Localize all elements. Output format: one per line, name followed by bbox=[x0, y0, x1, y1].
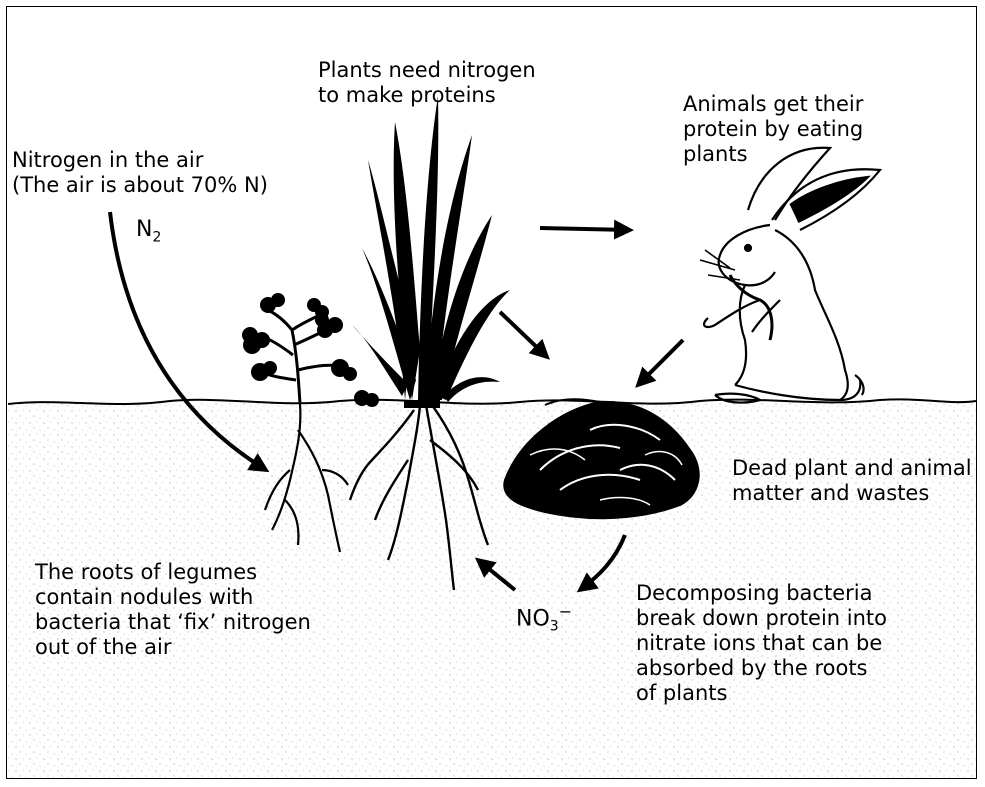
label-decomposing-bacteria: Decomposing bacteria break down protein … bbox=[636, 581, 887, 706]
arrow-plants-to-animals bbox=[540, 228, 630, 230]
formula-n2: N2 bbox=[136, 218, 161, 249]
rabbit-icon bbox=[700, 148, 880, 403]
arrow-plants-to-dead-matter bbox=[500, 312, 547, 357]
arrow-animals-to-dead-matter bbox=[638, 340, 683, 385]
label-roots-of-legumes: The roots of legumes contain nodules wit… bbox=[35, 560, 311, 660]
formula-nitrate: NO3− bbox=[516, 600, 572, 639]
label-nitrogen-in-air: Nitrogen in the air (The air is about 70… bbox=[12, 148, 268, 198]
label-animals-get-protein: Animals get their protein by eating plan… bbox=[683, 92, 863, 167]
label-plants-need-nitrogen: Plants need nitrogen to make proteins bbox=[318, 58, 536, 108]
label-dead-matter: Dead plant and animal matter and wastes bbox=[732, 456, 972, 506]
